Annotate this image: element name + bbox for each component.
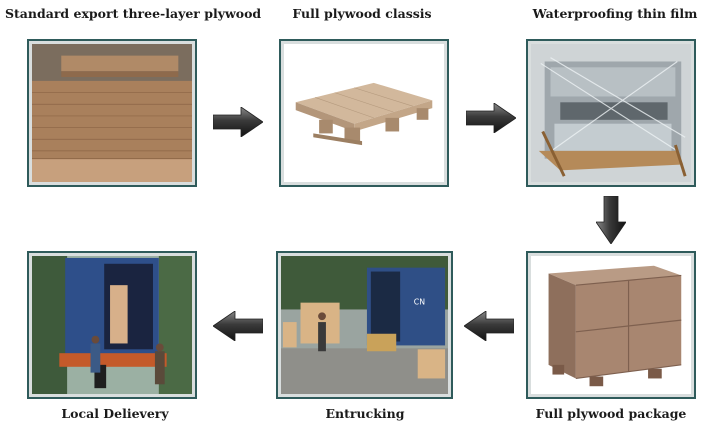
arrow-down-icon [596,196,626,244]
step-photo-film [526,39,696,187]
step-title-package: Full plywood package [535,406,687,421]
plywood-crate-image [531,256,691,394]
step-photo-delivery [27,251,197,399]
wrapped-machine-image [531,44,691,182]
step-photo-package [526,251,696,399]
arrow-left-icon [464,311,514,341]
step-title-film: Waterproofing thin film [532,6,698,21]
pallet-image [284,44,444,182]
arrow-left-icon [213,311,263,341]
step-photo-plywood [27,39,197,187]
arrow-right-icon [213,107,263,137]
step-title-delivery: Local Delievery [61,406,169,421]
svg-text:CN: CN [414,298,425,307]
loading-truck-image: CN [281,256,448,394]
step-photo-entrucking: CN [276,251,453,399]
plywood-stack-image [32,44,192,182]
step-title-entrucking: Entrucking [325,406,405,421]
arrow-right-icon [466,103,516,133]
step-title-classis: Full plywood classis [292,6,432,21]
step-title-plywood: Standard export three-layer plywood [5,6,262,21]
step-photo-classis [279,39,449,187]
container-delivery-image [32,256,192,394]
